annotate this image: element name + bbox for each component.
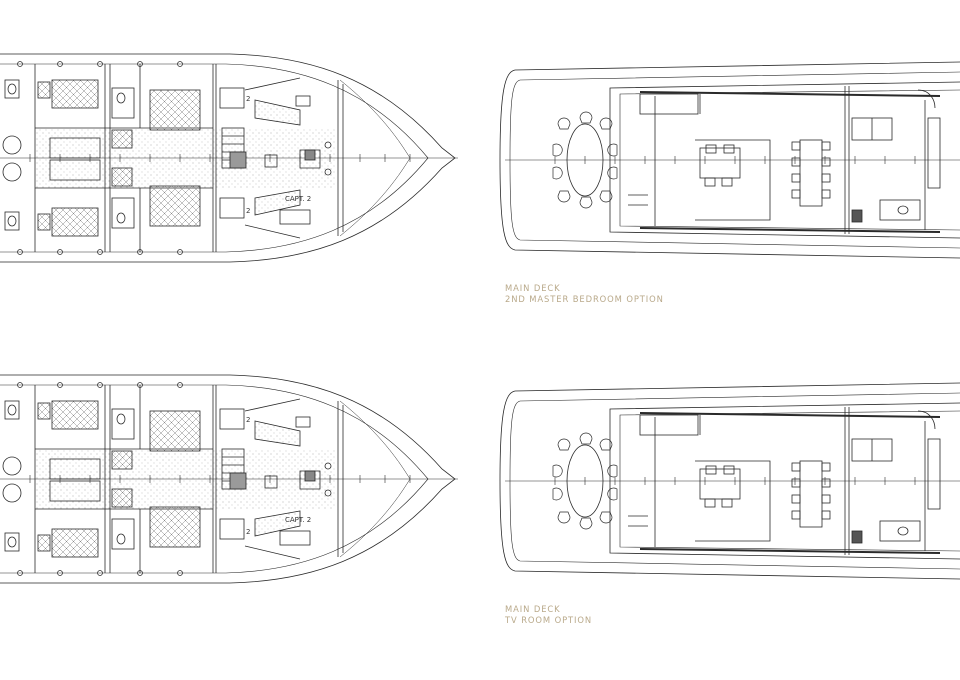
caption-title: MAIN DECK xyxy=(505,283,561,293)
lower-deck-plan-top xyxy=(0,53,459,263)
caption-tv-room-option: MAIN DECK TV ROOM OPTION xyxy=(505,604,592,626)
cabin-label: 2 xyxy=(246,95,250,103)
main-deck-plan-tv-room xyxy=(499,382,960,580)
main-deck-plan-master-bedroom xyxy=(499,61,960,259)
caption-subtitle: TV ROOM OPTION xyxy=(505,615,593,625)
cabin-label: 2 xyxy=(246,416,250,424)
crew-cabin-label: CAPT. 2 xyxy=(285,195,311,203)
crew-cabin-label: CAPT. 2 xyxy=(285,516,311,524)
cabin-label: 2 xyxy=(246,528,250,536)
caption-master-bedroom-option: MAIN DECK 2ND MASTER BEDROOM OPTION xyxy=(505,283,664,305)
lower-deck-plan-bottom xyxy=(0,374,459,584)
caption-title: MAIN DECK xyxy=(505,604,561,614)
cabin-label: 2 xyxy=(246,207,250,215)
caption-subtitle: 2ND MASTER BEDROOM OPTION xyxy=(505,294,664,304)
